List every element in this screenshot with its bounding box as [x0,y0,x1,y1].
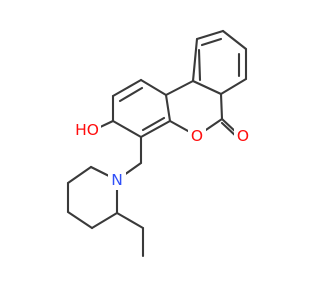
bond [195,29,225,41]
bond [164,93,172,123]
bond [197,48,202,82]
bond [139,78,168,97]
bond [66,210,94,230]
bond [111,119,143,139]
bond [200,37,223,47]
bond [111,78,143,98]
bond [141,116,166,132]
carbonyl-oxygen: O [234,126,252,146]
nitrogen-label: N [111,171,123,189]
bond [164,79,195,97]
hydroxyl-oxygen: HO [73,120,101,140]
bond [219,92,224,121]
bond [118,86,144,103]
bond [191,37,199,83]
bond [66,165,93,185]
nitrogen: N [108,170,126,190]
bond [191,79,223,96]
molecule-structure: HO O O N [66,29,252,258]
carbonyl-oxygen-label: O [237,127,249,145]
bond [115,211,145,230]
hydroxyl-label: HO [75,121,99,139]
bond-lines [66,29,248,258]
bond [221,29,248,51]
ring-oxygen: O [188,126,206,146]
ring-oxygen-label: O [191,127,203,145]
bond [219,77,248,96]
atom-labels: HO O O N [73,120,252,190]
bond [90,211,119,230]
bond [139,119,172,139]
